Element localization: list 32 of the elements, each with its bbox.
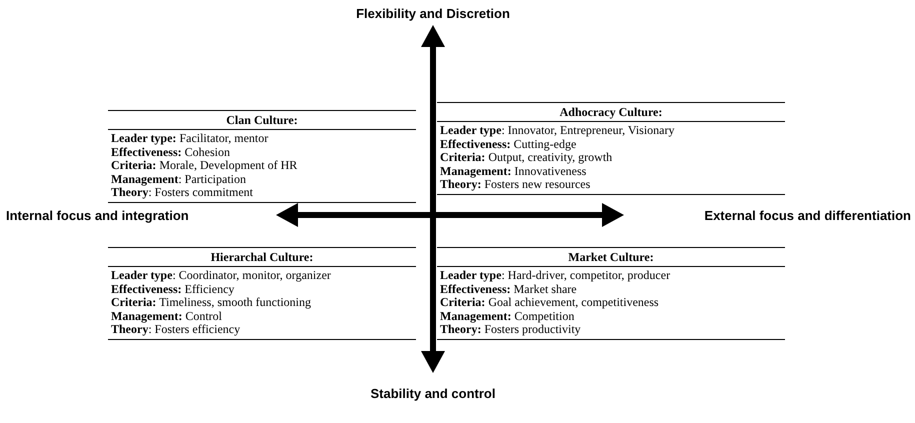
attribute-line: Leader type: Coordinator, monitor, organizer — [110, 269, 332, 282]
culture-heading: Adhocracy Culture: — [437, 103, 785, 122]
axis-label: External focus and differentiation — [704, 208, 911, 223]
axis-label: Stability and control — [370, 386, 496, 401]
attribute-line: Criteria: Morale, Development of HR — [110, 159, 298, 172]
quadrant-panel — [108, 247, 416, 340]
attribute-line: Theory: Fosters productivity — [439, 323, 582, 336]
attribute-line: Leader type: Facilitator, mentor — [110, 132, 270, 146]
quadrant-panel — [108, 110, 416, 202]
attribute-line: Leader type: Innovator, Entrepreneur, Visionary — [439, 124, 676, 138]
attribute-line: Leader type: Hard-driver, competitor, producer — [439, 269, 672, 282]
quadrant-panel — [437, 102, 785, 194]
culture-heading: Hierarchal Culture: — [108, 248, 416, 267]
attribute-line: Criteria: Timeliness, smooth functioning — [110, 296, 312, 310]
attribute-line: Theory: Fosters efficiency — [110, 323, 242, 336]
attribute-line: Theory: Fosters commitment — [110, 186, 254, 200]
attribute-line: Effectiveness: Market share — [439, 282, 578, 296]
attribute-line: Management: Innovativeness — [439, 164, 586, 178]
attribute-line: Criteria: Output, creativity, growth — [439, 151, 614, 164]
attribute-line: Effectiveness: Cohesion — [110, 146, 231, 159]
attribute-line: Management: Competition — [439, 310, 576, 323]
axis-label: Internal focus and integration — [6, 208, 189, 223]
quadrant-panel — [437, 247, 785, 340]
attribute-line: Management: Control — [110, 310, 223, 323]
culture-heading: Market Culture: — [437, 248, 785, 267]
attribute-line: Management: Participation — [110, 172, 247, 186]
attribute-line: Effectiveness: Efficiency — [110, 282, 236, 296]
attribute-line: Criteria: Goal achievement, competitiveness — [439, 296, 660, 310]
axis-label: Flexibility and Discretion — [356, 6, 510, 21]
attribute-line: Theory: Fosters new resources — [439, 178, 592, 192]
culture-heading: Clan Culture: — [108, 111, 416, 130]
attribute-line: Effectiveness: Cutting-edge — [439, 138, 578, 151]
